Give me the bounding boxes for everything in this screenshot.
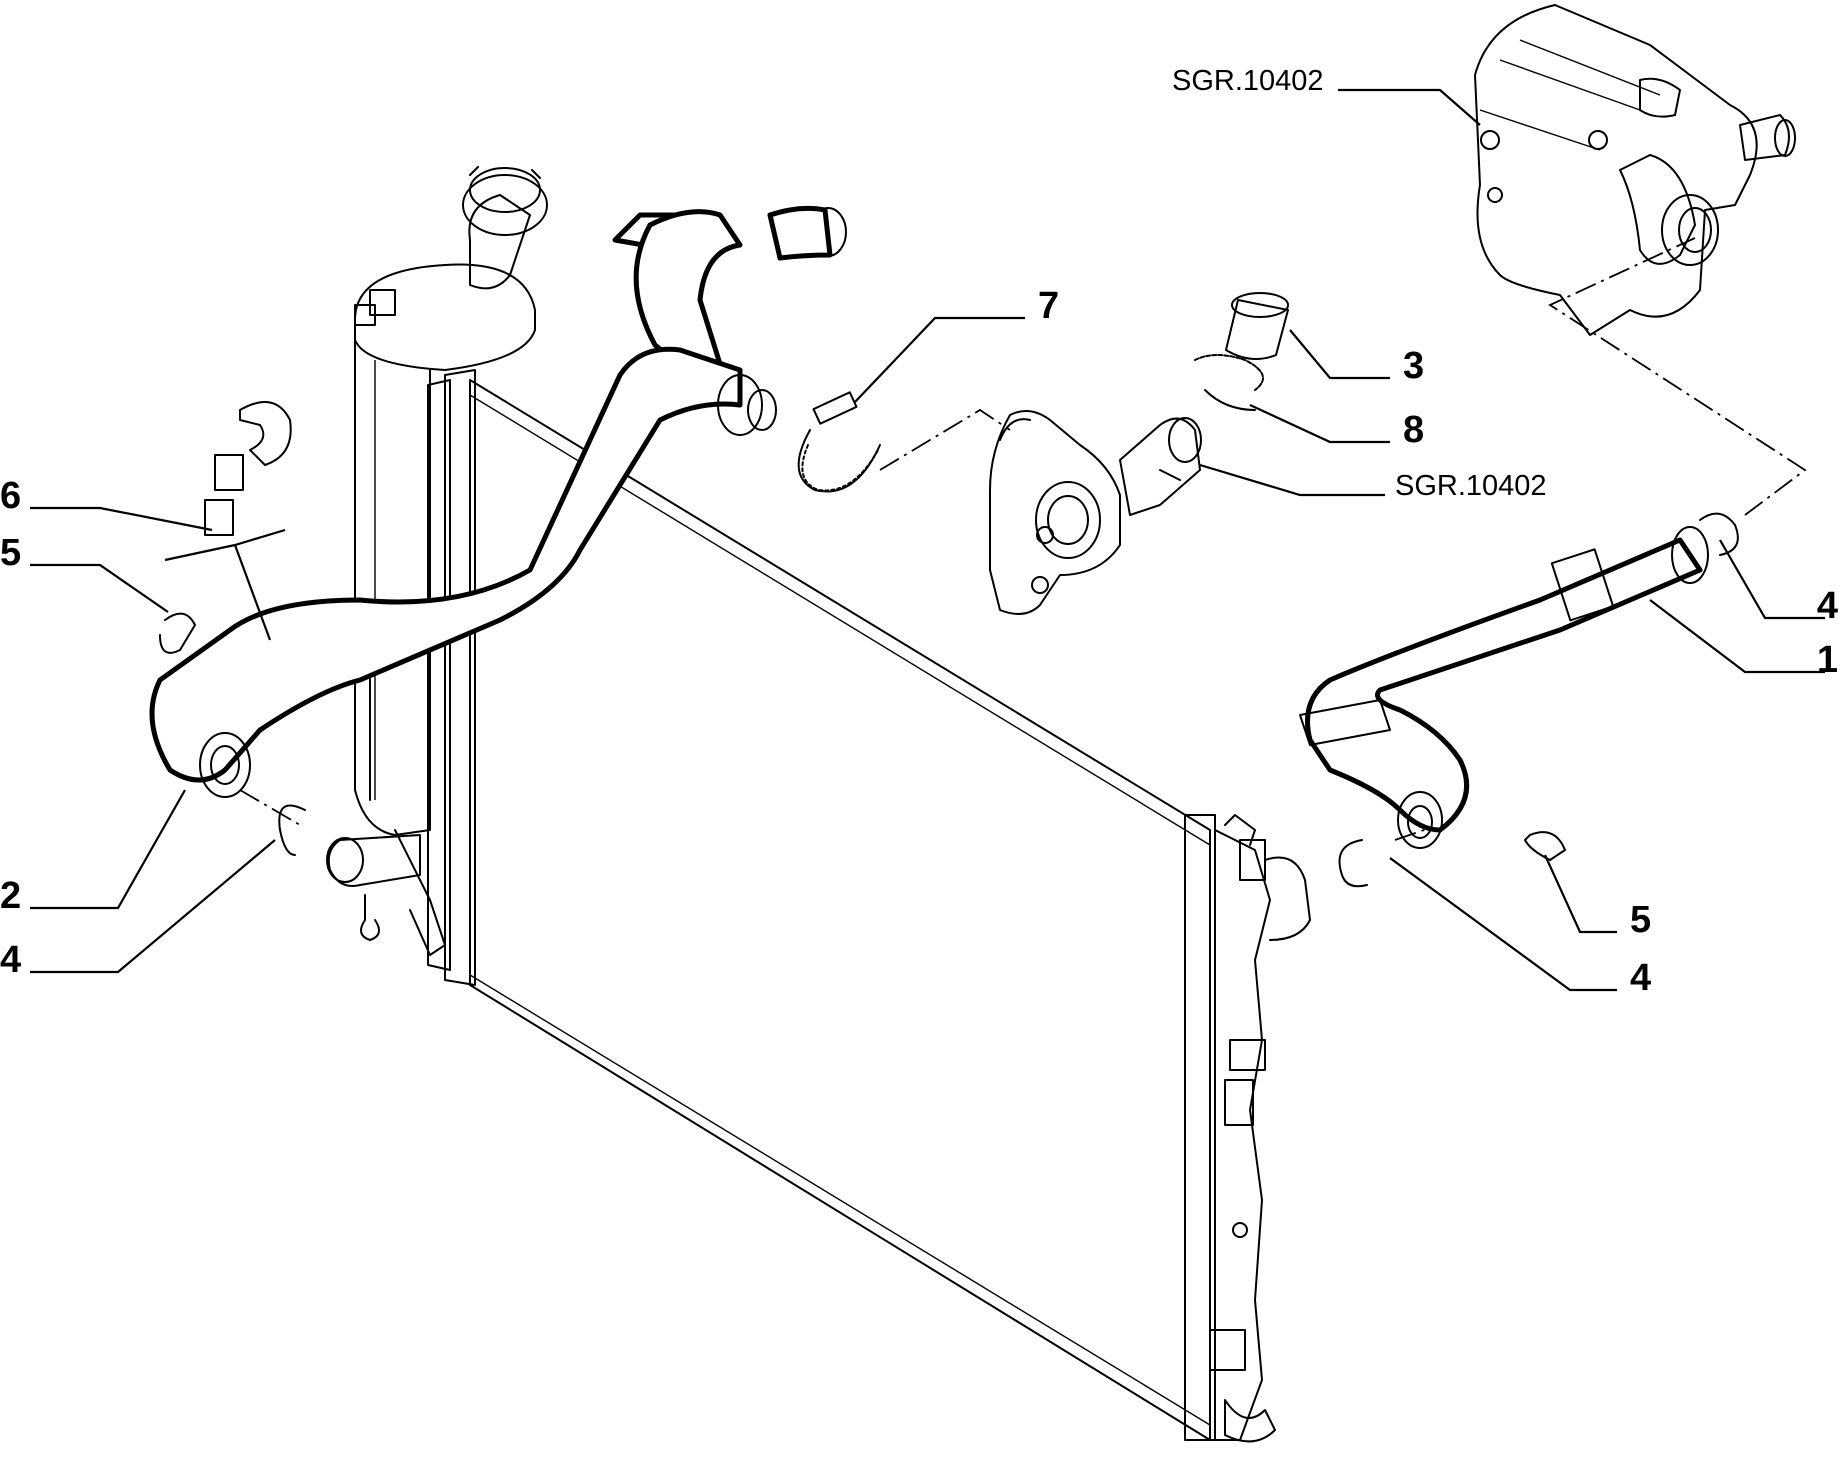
callout-4-right: 4 [1630, 957, 1651, 999]
callout-2: 2 [0, 875, 21, 917]
reference-top: SGR.10402 [1172, 65, 1324, 97]
thermostat-housing [989, 410, 1202, 615]
small-parts [159, 401, 1739, 888]
assembly-dashed-lines [239, 237, 1807, 841]
thermostat-cap-3 [1225, 292, 1289, 360]
callout-3: 3 [1403, 345, 1424, 387]
callout-5-right: 5 [1630, 899, 1651, 941]
callout-5-left: 5 [0, 532, 21, 574]
seal-ring-8 [1194, 354, 1264, 411]
reference-middle: SGR.10402 [1395, 470, 1547, 502]
callout-labels: 1 2 3 4 4 4 5 5 6 7 8 SGR.10402 SGR.1040… [0, 65, 1838, 999]
water-pump-assembly [1474, 4, 1796, 336]
callout-7: 7 [1038, 285, 1059, 327]
callout-8: 8 [1403, 409, 1424, 451]
expansion-tank [326, 166, 548, 956]
callout-1: 1 [1817, 639, 1838, 681]
leader-lines [30, 88, 1825, 992]
clip-4-left [278, 804, 306, 856]
callout-6: 6 [0, 475, 21, 517]
callout-4-left: 4 [0, 939, 21, 981]
hose-1 [1299, 526, 1709, 849]
callout-4-top-right: 4 [1817, 585, 1838, 627]
hose-clamp-7 [797, 391, 881, 493]
hose-2 [149, 205, 847, 798]
